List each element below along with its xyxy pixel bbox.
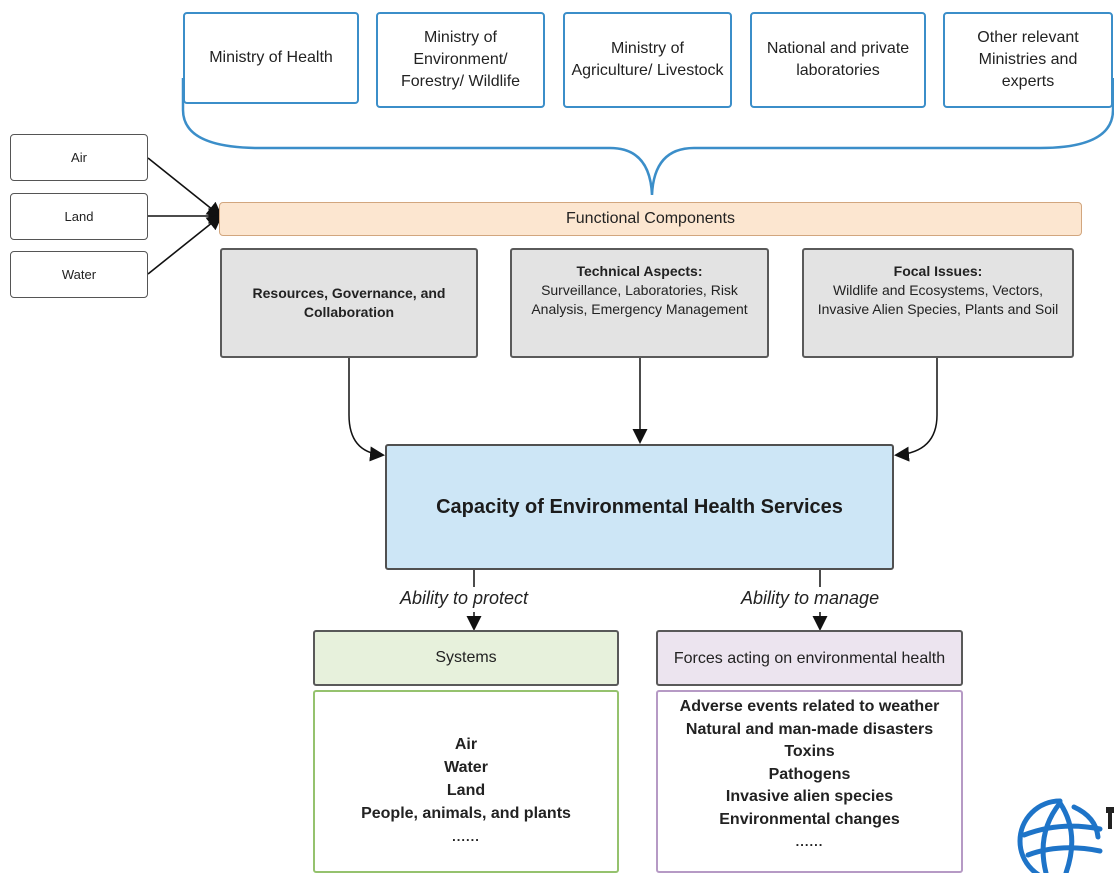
source-label: Land bbox=[64, 209, 94, 224]
source-land: Land bbox=[10, 193, 148, 240]
ministry-label: Other relevant Ministries and experts bbox=[977, 29, 1079, 90]
component-title: Resources, Governance, and Collaboration bbox=[252, 285, 446, 320]
functional-components-bar: Functional Components bbox=[219, 202, 1082, 236]
list-more: ...... bbox=[452, 829, 480, 844]
forces-list: Adverse events related to weather Natura… bbox=[656, 690, 963, 873]
component-focal: Focal Issues: Wildlife and Ecosystems, V… bbox=[802, 248, 1074, 358]
ministry-label: Ministry of Health bbox=[209, 49, 333, 66]
resources-arrow bbox=[348, 358, 385, 462]
ability-protect-label: Ability to protect bbox=[400, 588, 529, 608]
ability-manage-label: Ability to manage bbox=[741, 588, 880, 608]
systems-list: Air Water Land People, animals, and plan… bbox=[313, 690, 619, 873]
functional-components-label: Functional Components bbox=[566, 210, 735, 227]
capacity-title: Capacity of Environmental Health Service… bbox=[436, 495, 843, 518]
list-item: Toxins bbox=[784, 743, 835, 760]
list-item: Natural and man-made disasters bbox=[685, 720, 934, 738]
forces-header: Forces acting on environmental health bbox=[656, 630, 963, 686]
systems-header: Systems bbox=[313, 630, 619, 686]
list-item: Environmental changes bbox=[719, 810, 900, 828]
ministry-label: Ministry of Agriculture/ Livestock bbox=[571, 40, 724, 79]
ministry-other: Other relevant Ministries and experts bbox=[943, 12, 1113, 108]
ministry-health: Ministry of Health bbox=[183, 12, 359, 104]
component-title: Focal Issues: bbox=[893, 263, 983, 279]
air-connector bbox=[147, 157, 223, 218]
component-body: Wildlife and Ecosystems, Vectors, Invasi… bbox=[817, 282, 1059, 317]
list-more: ...... bbox=[795, 834, 824, 849]
ministry-label: National and private laboratories bbox=[766, 40, 910, 79]
list-item: Adverse events related to weather bbox=[679, 698, 940, 715]
systems-header-label: Systems bbox=[435, 649, 497, 666]
list-item: Water bbox=[444, 759, 488, 776]
ministry-environment: Ministry of Environment/ Forestry/ Wildl… bbox=[376, 12, 545, 108]
component-body: Surveillance, Laboratories, Risk Analysi… bbox=[531, 282, 748, 317]
capacity-box: Capacity of Environmental Health Service… bbox=[385, 444, 894, 570]
component-resources: Resources, Governance, and Collaboration bbox=[220, 248, 478, 358]
list-item: Pathogens bbox=[768, 765, 851, 783]
forces-header-label: Forces acting on environmental health bbox=[673, 649, 946, 667]
water-connector bbox=[147, 214, 223, 275]
list-item: People, animals, and plants bbox=[361, 805, 571, 822]
source-label: Water bbox=[61, 267, 97, 282]
list-item: Invasive alien species bbox=[725, 788, 894, 805]
component-title: Technical Aspects: bbox=[576, 263, 703, 279]
ministry-laboratories: National and private laboratories bbox=[750, 12, 926, 108]
ministry-label: Ministry of Environment/ Forestry/ Wildl… bbox=[400, 29, 521, 90]
source-water: Water bbox=[10, 251, 148, 298]
globe-logo-icon bbox=[1017, 798, 1114, 873]
ministries-brace bbox=[181, 78, 1114, 196]
source-label: Air bbox=[71, 150, 87, 165]
ministry-agriculture: Ministry of Agriculture/ Livestock bbox=[563, 12, 732, 108]
list-item: Land bbox=[446, 782, 486, 799]
component-technical: Technical Aspects: Surveillance, Laborat… bbox=[510, 248, 769, 358]
list-item: Air bbox=[454, 736, 478, 753]
focal-arrow bbox=[894, 358, 938, 462]
source-air: Air bbox=[10, 134, 148, 181]
